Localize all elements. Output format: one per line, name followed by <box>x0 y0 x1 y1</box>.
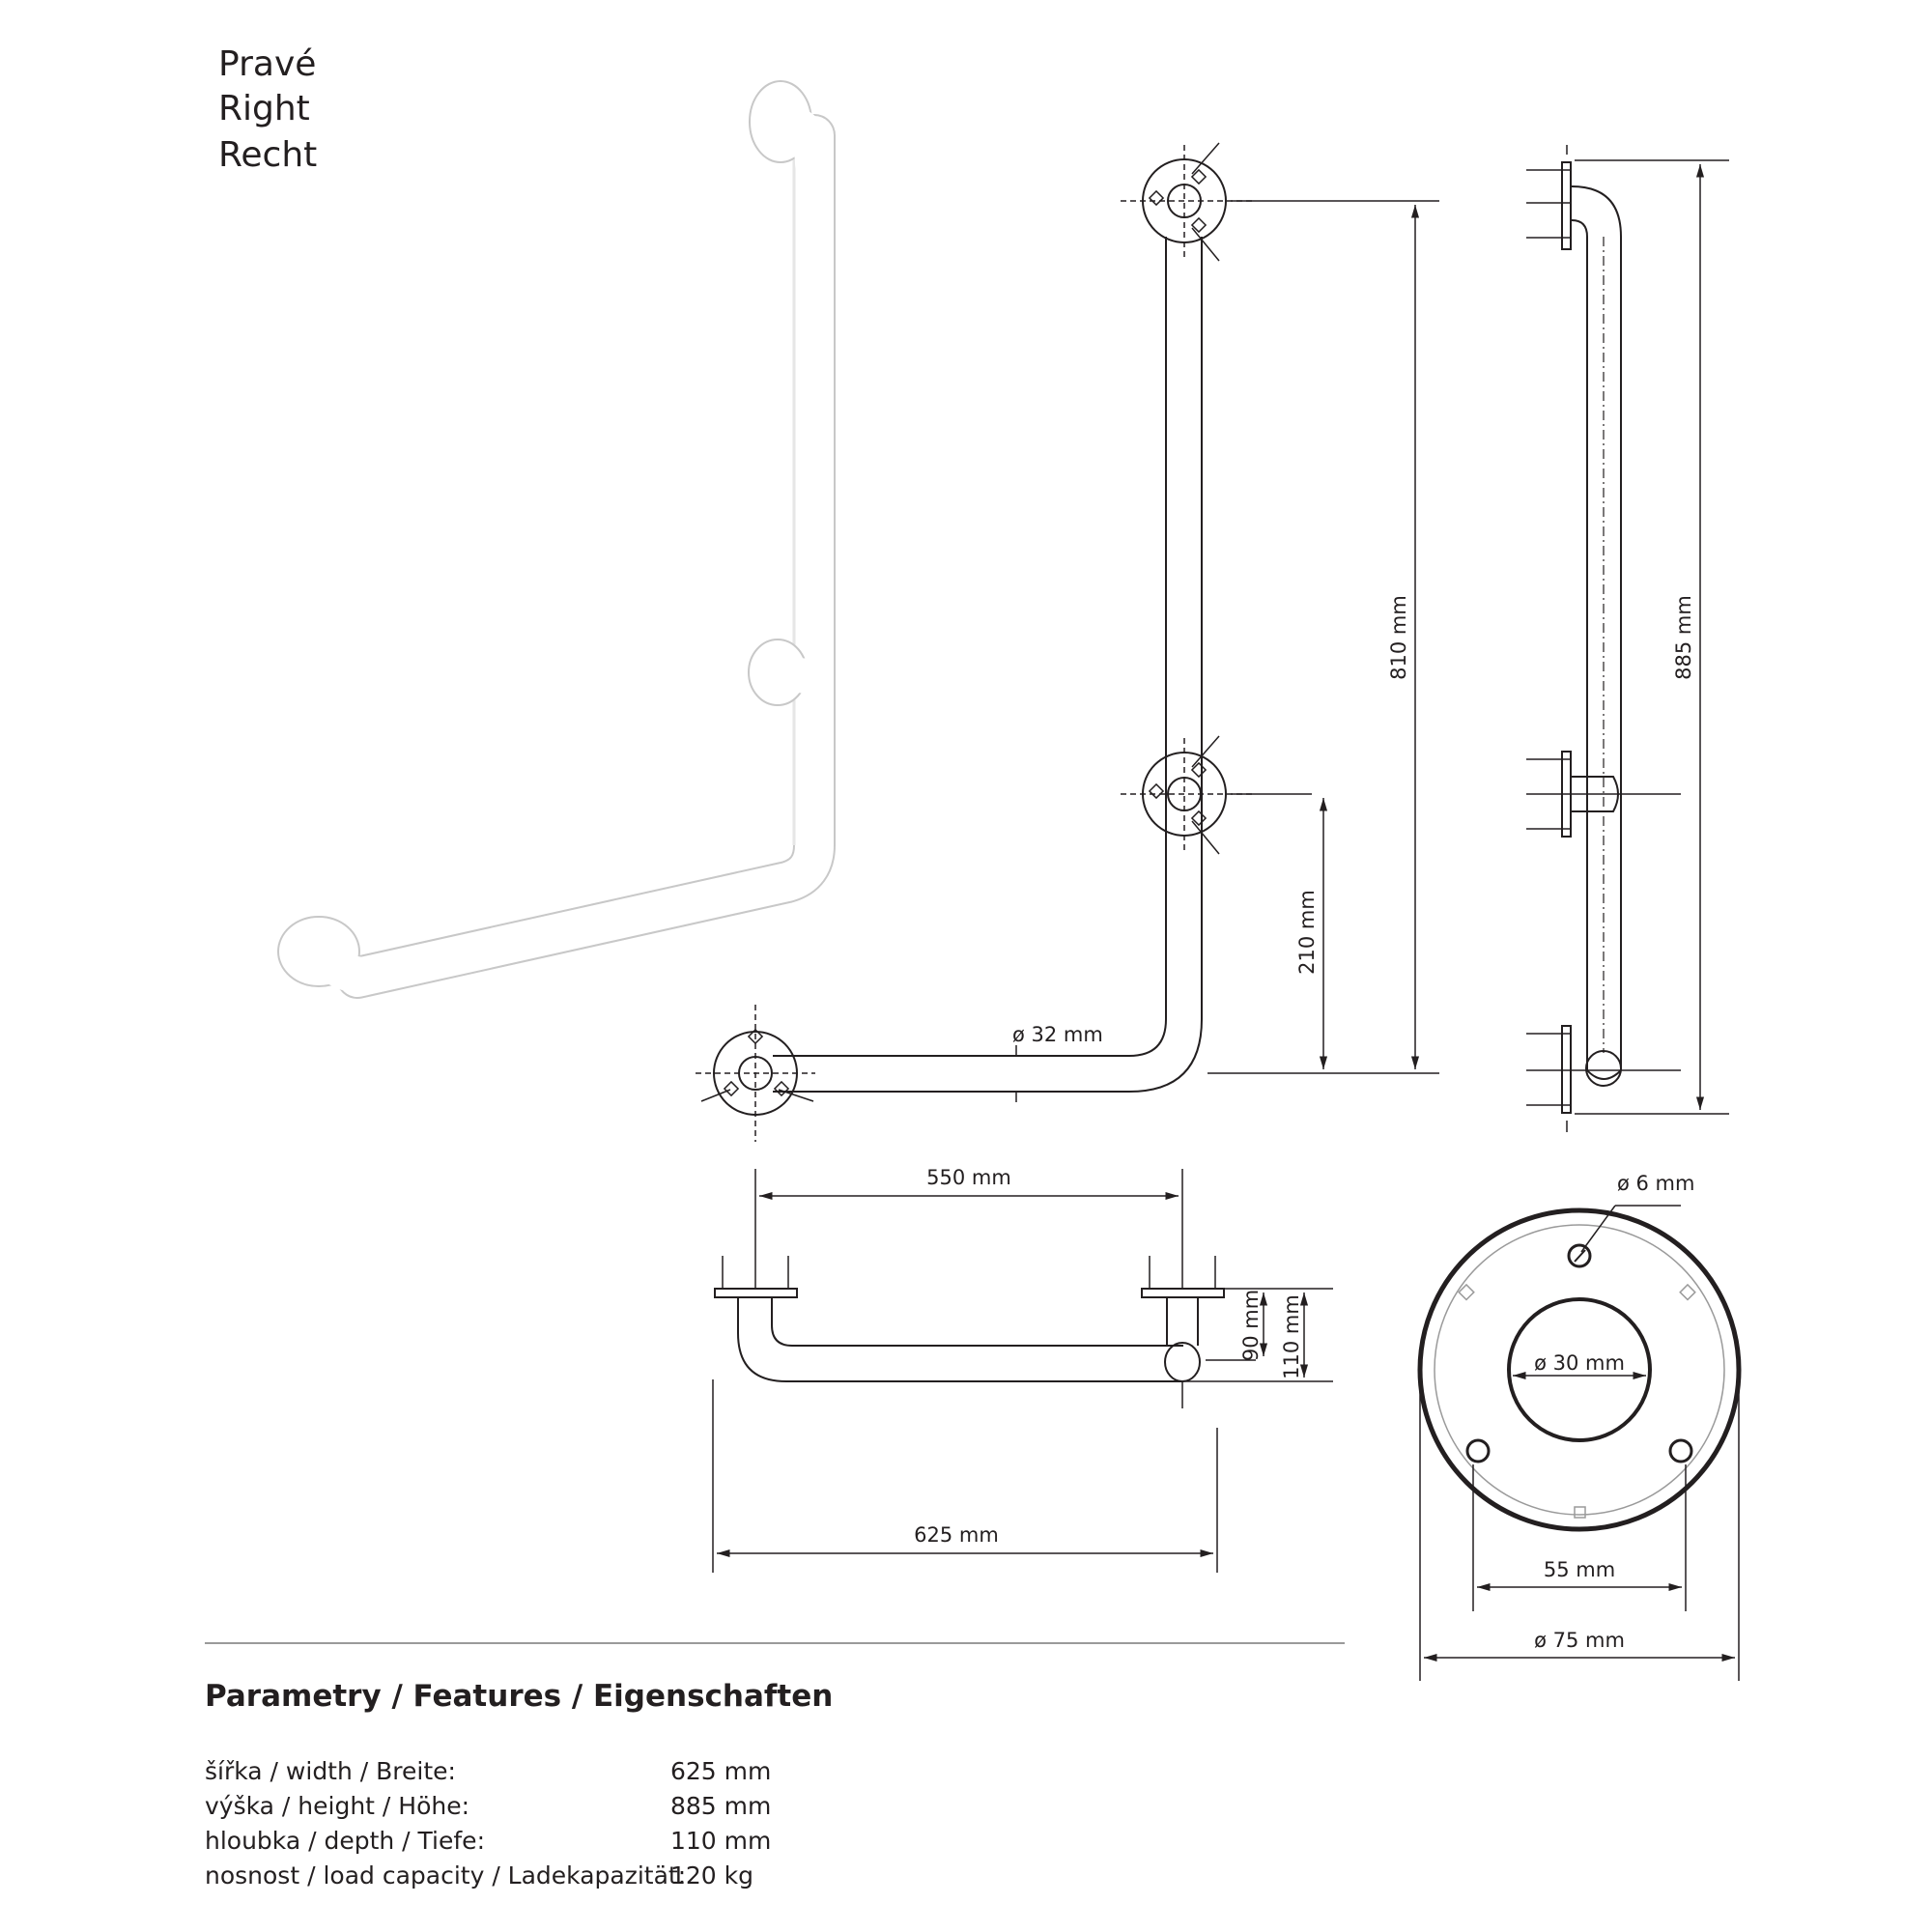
spec-row-depth: hloubka / depth / Tiefe: 110 mm <box>205 1824 881 1859</box>
spec-label: šířka / width / Breite: <box>205 1757 456 1785</box>
spec-row-width: šířka / width / Breite: 625 mm <box>205 1754 881 1789</box>
spec-label: hloubka / depth / Tiefe: <box>205 1827 485 1855</box>
spec-label: výška / height / Höhe: <box>205 1792 470 1820</box>
dim-tube-diameter: ø 32 mm <box>1012 1023 1103 1046</box>
dim-hole-spacing: 55 mm <box>1544 1558 1615 1581</box>
spec-value: 885 mm <box>670 1792 772 1820</box>
spec-row-height: výška / height / Höhe: 885 mm <box>205 1789 881 1824</box>
variant-label-de: Recht <box>218 135 318 175</box>
variant-label-en: Right <box>218 89 310 128</box>
rosette-center-hole <box>1507 1297 1652 1442</box>
rosette-detail-view <box>1417 1205 1742 1681</box>
dim-depth-90: 90 mm <box>1239 1290 1263 1361</box>
dim-hole-diameter: ø 6 mm <box>1617 1172 1694 1195</box>
product-perspective-view <box>277 80 836 999</box>
spec-value: 625 mm <box>670 1757 772 1785</box>
variant-label-cs: Pravé <box>218 44 317 84</box>
screw-hole-right <box>1668 1438 1693 1463</box>
dim-height-810: 810 mm <box>1387 595 1410 680</box>
section-divider <box>205 1642 1345 1644</box>
top-view <box>712 1169 1333 1573</box>
dim-inner-diameter: ø 30 mm <box>1534 1351 1625 1375</box>
screw-hole-left <box>1465 1438 1491 1463</box>
spec-value: 120 kg <box>670 1861 754 1889</box>
dim-length-550: 550 mm <box>926 1166 1011 1189</box>
front-view <box>696 142 1439 1142</box>
dim-depth-110: 110 mm <box>1280 1294 1303 1379</box>
screw-hole-top <box>1567 1243 1592 1268</box>
dim-height-210: 210 mm <box>1295 890 1319 975</box>
side-view <box>1526 145 1729 1132</box>
spec-value: 110 mm <box>670 1827 772 1855</box>
rosette-outer <box>1417 1208 1742 1532</box>
features-title: Parametry / Features / Eigenschaften <box>205 1679 834 1714</box>
spec-row-load-capacity: nosnost / load capacity / Ladekapazität:… <box>205 1859 881 1893</box>
dim-rosette-diameter: ø 75 mm <box>1534 1629 1625 1652</box>
dim-width-625: 625 mm <box>914 1523 999 1547</box>
dim-height-885: 885 mm <box>1672 595 1695 680</box>
spec-label: nosnost / load capacity / Ladekapazität: <box>205 1861 687 1889</box>
